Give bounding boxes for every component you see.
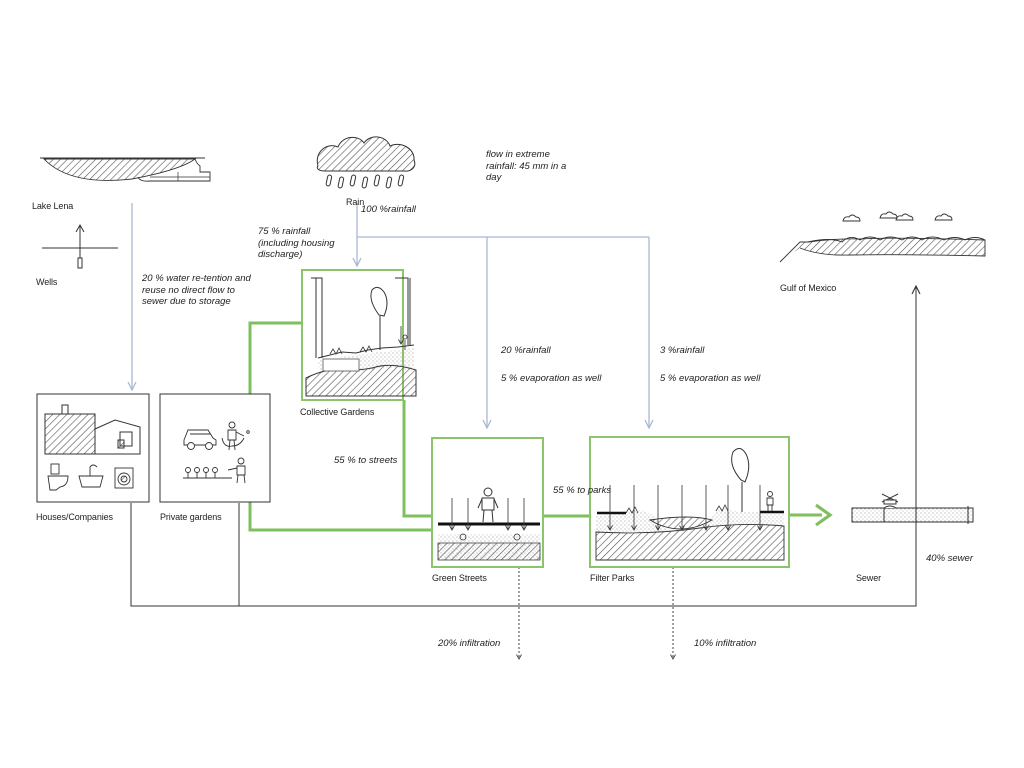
sewer-flow-lines	[130, 286, 916, 607]
rain-cloud-icon	[316, 136, 416, 189]
filter-parks-box	[589, 436, 790, 568]
green-streets-label: Green Streets	[432, 573, 487, 583]
streets-evaporation-note: 5 % evaporation as well	[501, 373, 602, 384]
tree-icon	[370, 286, 388, 350]
wells-label: Wells	[36, 277, 58, 287]
private-gardens-label: Private gardens	[160, 512, 222, 522]
toilet-icon	[47, 463, 69, 491]
collective-gardens-label: Collective Gardens	[300, 407, 375, 417]
collective-gardens-box	[301, 269, 417, 401]
to-gardens-note: 75 % rainfall (including housing dischar…	[258, 226, 335, 260]
person-icon	[766, 491, 774, 511]
well-icon	[42, 223, 118, 269]
washing-machine-icon	[114, 467, 134, 489]
bathtub-icon	[78, 464, 104, 488]
to-parks-note: 55 % to parks	[553, 485, 612, 496]
streets-infiltration-note: 20% infiltration	[438, 638, 501, 649]
rain-flow-lines	[132, 203, 649, 428]
lake-icon	[40, 157, 211, 182]
sewer-pipe-icon	[851, 493, 974, 524]
parks-rainfall-note: 3 %rainfall	[660, 345, 705, 356]
filter-parks-label: Filter Parks	[590, 573, 635, 583]
house-icon	[44, 404, 141, 455]
to-streets-note: 55 % to streets	[334, 455, 398, 466]
person-icon	[477, 487, 499, 523]
houses-box	[36, 393, 150, 503]
parks-infiltration-note: 10% infiltration	[694, 638, 757, 649]
green-streets-box	[431, 437, 544, 568]
car-icon	[183, 429, 217, 450]
sewer-share-note: 40% sewer	[926, 553, 973, 564]
plants-icon	[183, 457, 246, 484]
tree-icon	[731, 448, 750, 512]
rain-total-note: 100 %rainfall	[361, 204, 416, 215]
gardener-icon	[221, 421, 250, 451]
houses-label: Houses/Companies	[36, 512, 113, 522]
private-gardens-box	[159, 393, 271, 503]
rain-label: Rain	[346, 197, 365, 207]
lake-lena-label: Lake Lena	[32, 201, 74, 211]
infiltration-lines	[516, 567, 676, 660]
streets-rainfall-note: 20 %rainfall	[501, 345, 551, 356]
sea-icon	[779, 211, 986, 263]
gulf-label: Gulf of Mexico	[780, 283, 837, 293]
retention-note: 20 % water re-tention and reuse no direc…	[142, 273, 251, 307]
sewer-label: Sewer	[856, 573, 882, 583]
parks-evaporation-note: 5 % evaporation as well	[660, 373, 761, 384]
extreme-rainfall-note: flow in extreme rainfall: 45 mm in a day	[486, 149, 567, 183]
